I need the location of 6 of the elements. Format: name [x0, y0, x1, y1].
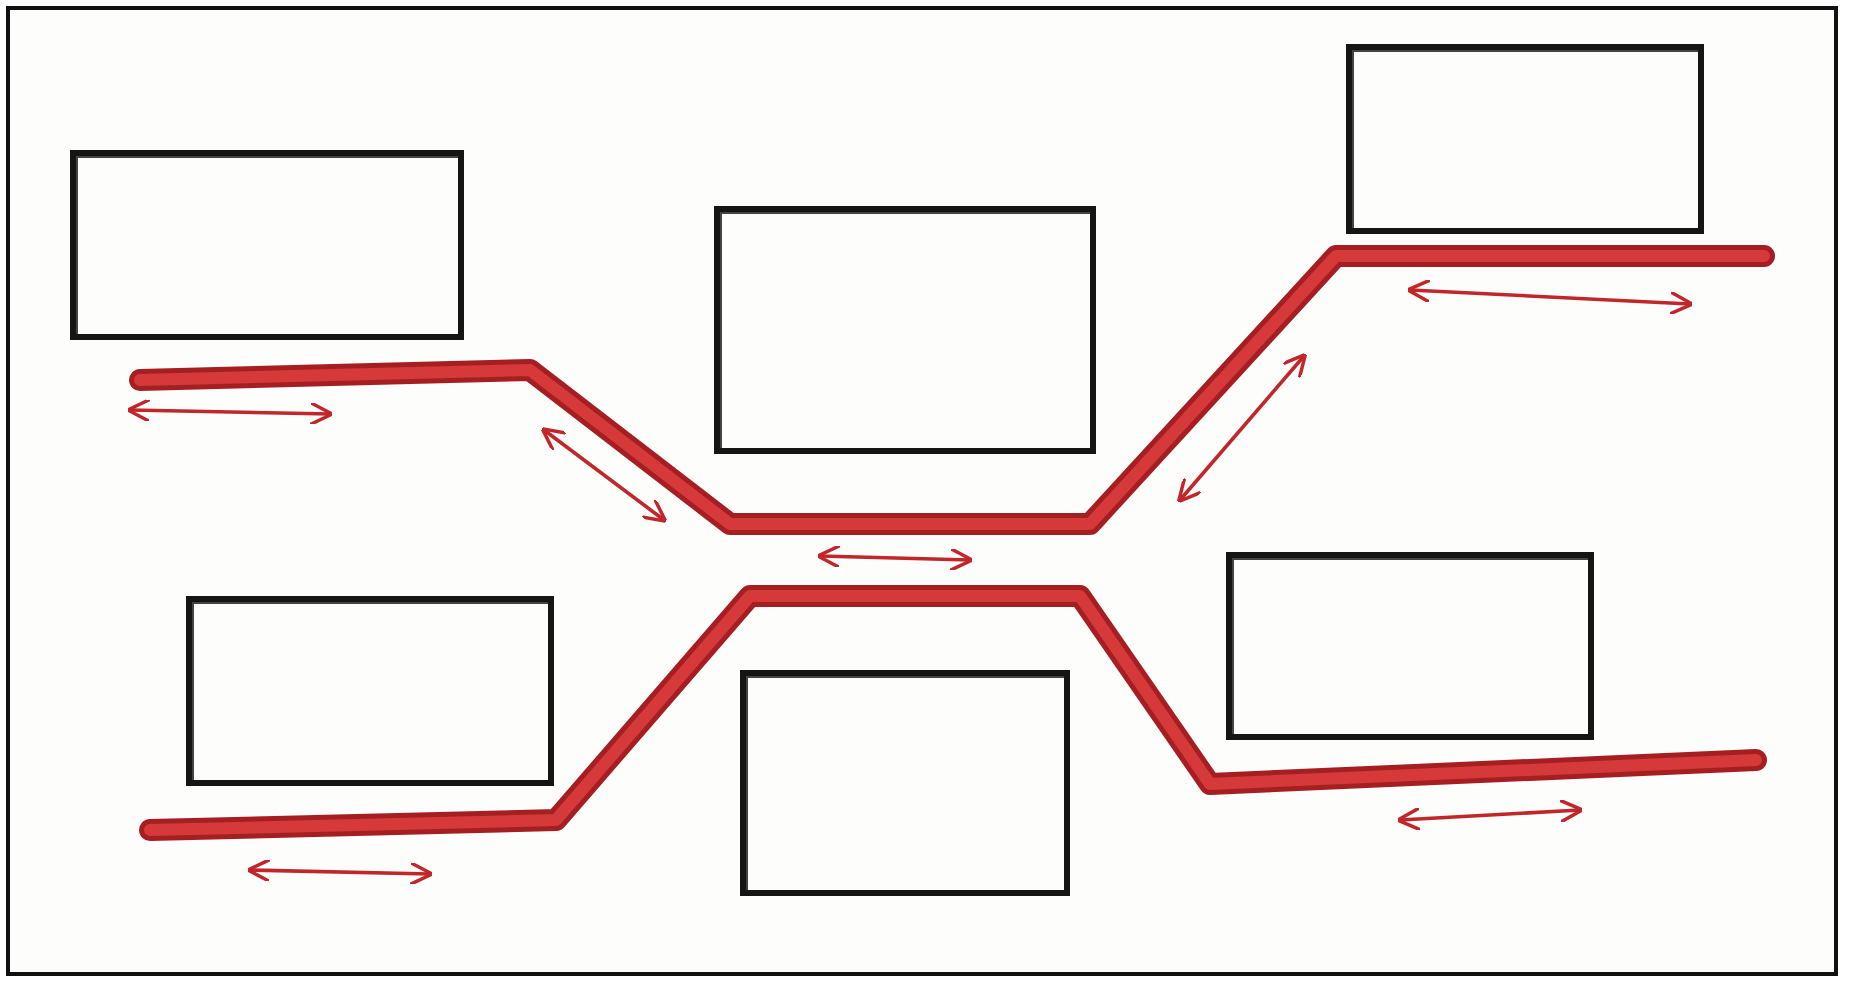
- empty-box: [1226, 552, 1594, 740]
- empty-box: [70, 150, 464, 340]
- empty-box: [186, 596, 554, 786]
- empty-box: [740, 670, 1070, 896]
- empty-box: [714, 206, 1096, 454]
- empty-box: [1346, 44, 1704, 234]
